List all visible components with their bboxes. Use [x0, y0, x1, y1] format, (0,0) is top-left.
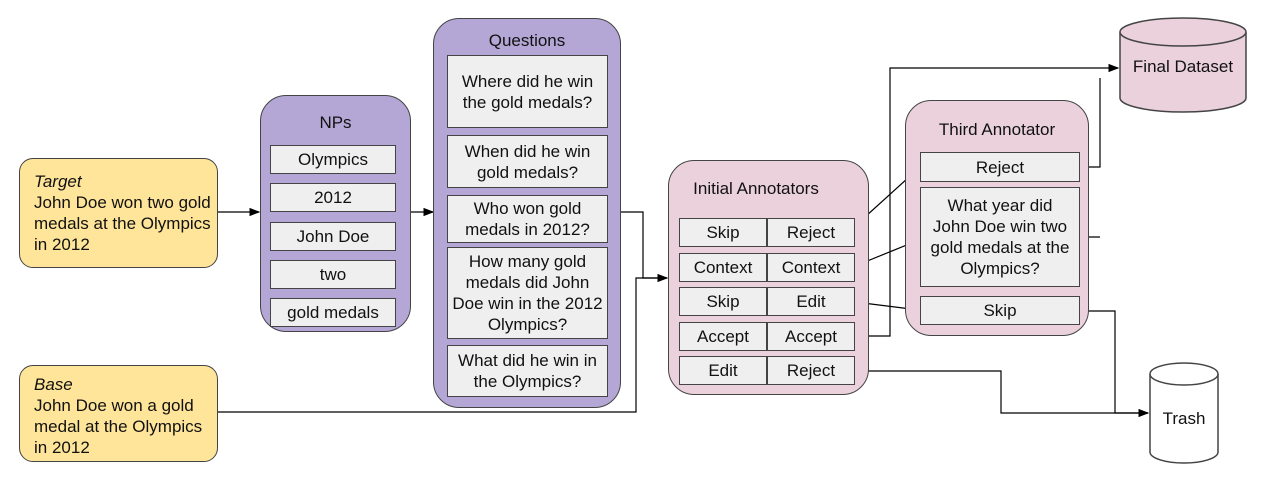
initial-cell-right: Accept [767, 322, 855, 351]
question-item: What did he win in the Olympics? [447, 345, 608, 397]
target-text: John Doe won two gold medals at the Olym… [34, 193, 211, 254]
question-item: Who won gold medals in 2012? [447, 195, 608, 243]
target-label: Target [34, 172, 82, 191]
third-skip-cell: Skip [920, 296, 1080, 325]
np-item: Olympics [270, 145, 396, 174]
nps-title: NPs [319, 113, 352, 132]
questions-to-initial-arrow [621, 211, 669, 283]
accept-to-final-arrow [855, 63, 1120, 337]
third-annotator-title: Third Annotator [938, 120, 1056, 139]
initial-cell-left: Accept [679, 322, 767, 351]
question-item: Where did he win the gold medals? [447, 55, 608, 128]
third-question-cell: What year did John Doe win two gold meda… [920, 187, 1080, 287]
initial-cell-left: Skip [679, 287, 767, 316]
np-item: gold medals [270, 298, 396, 327]
trash-label: Trash [1162, 409, 1206, 428]
initial-cell-right: Edit [767, 287, 855, 316]
questions-title: Questions [488, 31, 566, 50]
initial-cell-left: Skip [679, 218, 767, 247]
initial-cell-left: Edit [679, 356, 767, 385]
reject-to-trash-line [855, 370, 1148, 414]
third-reject-cell: Reject [920, 152, 1080, 182]
initial-cell-right: Reject [767, 218, 855, 247]
base-input-box: Base John Doe won a gold medal at the Ol… [19, 365, 218, 462]
nps-group [260, 95, 411, 332]
target-input-box: Target John Doe won two gold medals at t… [19, 158, 218, 268]
base-to-initial-line [218, 277, 667, 413]
initial-cell-right: Reject [767, 356, 855, 385]
np-item: John Doe [270, 222, 396, 251]
np-item: 2012 [270, 183, 396, 212]
final-dataset-label: Final Dataset [1132, 57, 1234, 76]
question-item: How many gold medals did John Doe win in… [447, 247, 608, 339]
base-label: Base [34, 375, 73, 394]
np-item: two [270, 260, 396, 289]
third-skip-to-trash-arrow [1080, 310, 1150, 418]
trash-cylinder [1149, 362, 1219, 464]
base-text: John Doe won a gold medal at the Olympic… [34, 396, 203, 457]
initial-cell-right: Context [767, 253, 855, 282]
question-item: When did he win gold medals? [447, 135, 608, 188]
initial-cell-left: Context [679, 253, 767, 282]
final-dataset-cylinder [1119, 17, 1247, 113]
initial-annotators-title: Initial Annotators [693, 179, 819, 198]
